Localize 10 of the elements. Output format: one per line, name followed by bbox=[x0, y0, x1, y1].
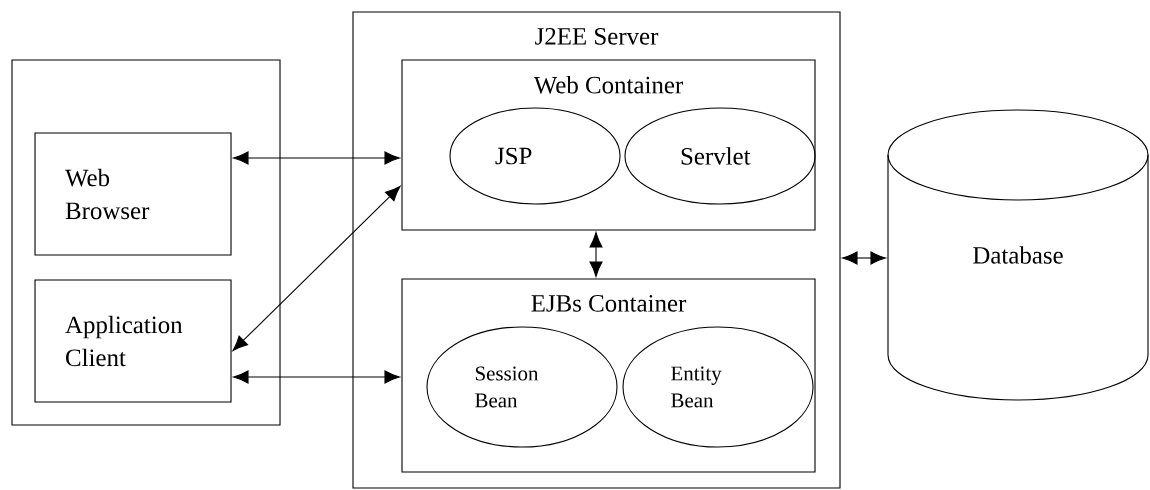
node-label: Database bbox=[973, 246, 1063, 264]
double-arrow bbox=[232, 185, 401, 352]
client-box: Application Client bbox=[34, 279, 232, 403]
double-arrow bbox=[589, 232, 603, 277]
double-arrow bbox=[842, 251, 886, 265]
client-box: Web Browser bbox=[34, 132, 232, 256]
double-arrow bbox=[233, 370, 400, 384]
server-box bbox=[11, 59, 281, 426]
double-arrow bbox=[233, 151, 400, 165]
database-cylinder: Database bbox=[887, 109, 1149, 401]
